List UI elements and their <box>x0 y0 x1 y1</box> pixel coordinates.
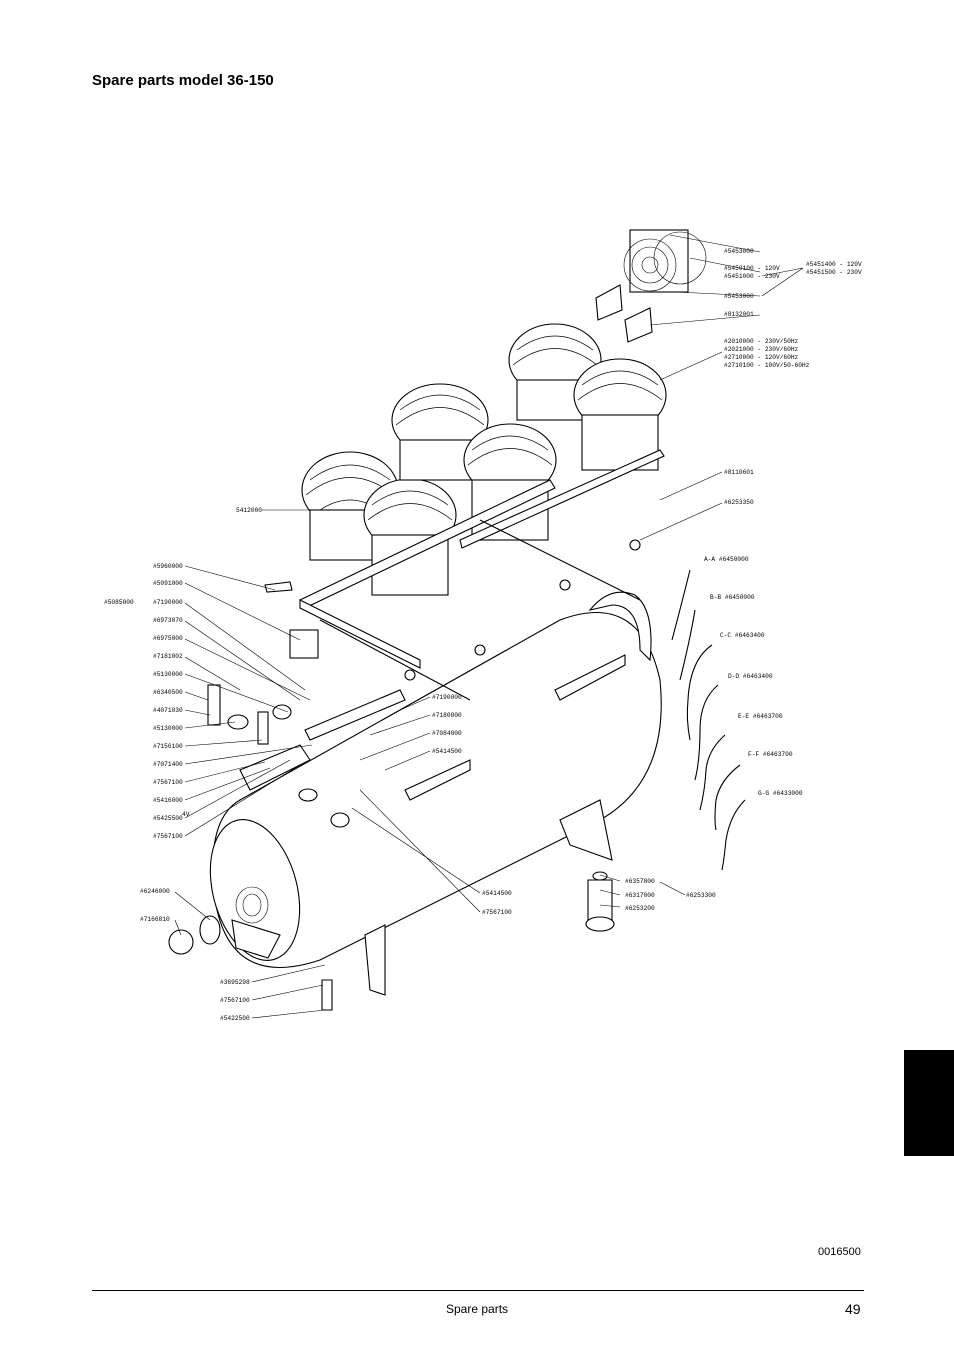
label-7567100c: #7567100 <box>220 997 250 1004</box>
label-damper: #6253350 <box>724 499 754 506</box>
mounting-frame <box>299 449 665 701</box>
label-fan-motor-b-120: #5451400 - 120V <box>806 261 862 268</box>
label-5422500: #5422500 <box>220 1015 250 1022</box>
footer-section: Spare parts <box>446 1302 509 1316</box>
label-5960000: #5960000 <box>153 563 183 570</box>
label-fan: #5453000 <box>724 248 754 255</box>
cooling-fan <box>595 229 707 343</box>
label-hose-aa: A-A #6450000 <box>704 556 749 563</box>
label-7084000: #7084000 <box>432 730 462 737</box>
air-receiver-tank <box>209 591 662 996</box>
label-fan-motor-230: #5451000 - 230V <box>724 273 780 280</box>
label-motor-1: #2010000 - 230V/50Hz <box>724 338 799 345</box>
page-title: Spare parts model 36-150 <box>92 72 274 89</box>
label-5425500: #5425500 <box>153 815 183 822</box>
label-7567100a: #7567100 <box>153 779 183 786</box>
label-bracket: #8132001 <box>724 311 754 318</box>
label-5130000a: #5130000 <box>153 671 183 678</box>
label-5416000: #5416000 <box>153 797 183 804</box>
label-5091000: #5091000 <box>153 580 183 587</box>
footer-rule <box>92 1290 864 1291</box>
label-6253200: #6253200 <box>625 905 655 912</box>
label-6253300: #6253300 <box>686 892 716 899</box>
label-7190000a: #7190000 <box>153 599 183 606</box>
label-6357800: #6357800 <box>625 878 655 885</box>
label-fan-motor-120: #5450100 - 120V <box>724 265 780 272</box>
label-7180000: #7180000 <box>432 712 462 719</box>
drawing-code: 0016500 <box>818 1246 861 1258</box>
label-7190000b: #7190000 <box>432 694 462 701</box>
leader-lines <box>174 234 804 1019</box>
label-5412000: 5412000 <box>236 507 262 514</box>
label-7071400: #7071400 <box>153 761 183 768</box>
label-6973070: #6973070 <box>153 617 183 624</box>
label-fan-motor-b-230: #5451500 - 230V <box>806 269 862 276</box>
label-frame: #8110601 <box>724 469 754 476</box>
chapter-tab <box>904 1050 954 1156</box>
label-hose-dd: D-D #6463400 <box>728 673 773 680</box>
label-hose-gg: G-G #6433000 <box>758 790 803 797</box>
label-fan-guard: #5453000 <box>724 293 754 300</box>
label-7567100b: #7567100 <box>153 833 183 840</box>
label-hose-bb: B-B #6450000 <box>710 594 755 601</box>
label-7181002: #7181002 <box>153 653 183 660</box>
label-hose-cc: C-C #6463400 <box>720 632 765 639</box>
label-7166810: #7166810 <box>140 916 170 923</box>
label-6340500: #6340500 <box>153 689 183 696</box>
page-number: 49 <box>845 1301 861 1317</box>
label-5085000: #5085000 <box>104 599 134 606</box>
part-labels: #5453000 #5450100 - 120V #5451000 - 230V… <box>104 248 862 1022</box>
label-4071030: #4071030 <box>153 707 183 714</box>
label-6317000: #6317000 <box>625 892 655 899</box>
label-5414500a: #5414500 <box>432 748 462 755</box>
label-7567100d: #7567100 <box>482 909 512 916</box>
label-5414500b: #5414500 <box>482 890 512 897</box>
label-6246000: #6246000 <box>140 888 170 895</box>
hoses <box>671 569 746 871</box>
label-motor-2: #2021000 - 230V/60Hz <box>724 346 799 353</box>
label-7156100: #7156100 <box>153 743 183 750</box>
label-3695298: #3695298 <box>220 979 250 986</box>
small-parts <box>168 581 615 1011</box>
label-motor-3: #2710000 - 120V/60Hz <box>724 354 799 361</box>
label-5425500-sup: 4V <box>182 811 190 818</box>
motor-units <box>301 323 667 596</box>
label-hose-ee: E-E #6463700 <box>738 713 783 720</box>
label-5130000b: #5130000 <box>153 725 183 732</box>
label-hose-ff: F-F #6463700 <box>748 751 793 758</box>
label-motor-4: #2710100 - 100V/50-60Hz <box>724 362 810 369</box>
label-6975000: #6975000 <box>153 635 183 642</box>
